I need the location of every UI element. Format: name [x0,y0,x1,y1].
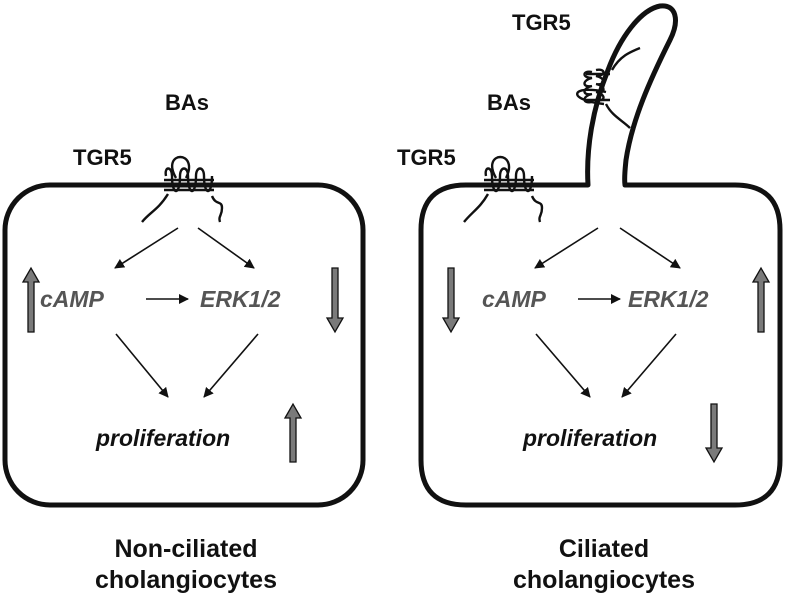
camp-to-proliferation-arrow [115,333,169,398]
erk-to-proliferation-arrow [203,333,259,398]
tgr5-label: TGR5 [397,145,456,170]
erk-to-proliferation-arrow [621,333,677,398]
cell-membrane [2,182,366,508]
proliferation-label: proliferation [522,425,657,451]
receptor-to-erk-arrow [619,227,681,269]
panel-non-ciliated: TGR5 BAs cAMP ERK1/2 proliferation Non-c… [2,90,366,594]
cell-membrane-with-cilium [418,3,783,508]
erk-label: ERK1/2 [628,286,709,312]
receptor-to-camp-arrow [114,227,179,269]
caption-line-2: cholangiocytes [95,566,277,594]
proliferation-up-arrow-icon [283,402,303,463]
bile-acids-label: BAs [487,90,531,115]
cilium-tgr5-receptor-icon [576,46,641,129]
caption-line-2: cholangiocytes [513,566,695,594]
tgr5-label: TGR5 [73,145,132,170]
receptor-to-erk-arrow [197,227,255,269]
tgr5-receptor-icon [463,155,544,223]
erk-up-arrow-icon [751,266,771,333]
erk-down-arrow-icon [325,267,345,334]
caption-line-1: Non-ciliated [114,535,257,563]
bile-acids-label: BAs [165,90,209,115]
panel-ciliated: TGR5 TGR5 BAs cAMP ERK1/2 proliferation … [397,3,783,594]
erk-label: ERK1/2 [200,286,281,312]
camp-down-arrow-icon [441,267,461,334]
caption-line-1: Ciliated [559,535,649,563]
camp-label: cAMP [482,286,547,312]
tgr5-receptor-icon [141,155,224,223]
camp-label: cAMP [40,286,105,312]
proliferation-label: proliferation [95,425,230,451]
camp-up-arrow-icon [21,266,41,333]
receptor-to-camp-arrow [534,227,599,269]
cilium-tgr5-label: TGR5 [512,10,571,35]
proliferation-down-arrow-icon [704,403,724,464]
camp-to-proliferation-arrow [535,333,591,398]
